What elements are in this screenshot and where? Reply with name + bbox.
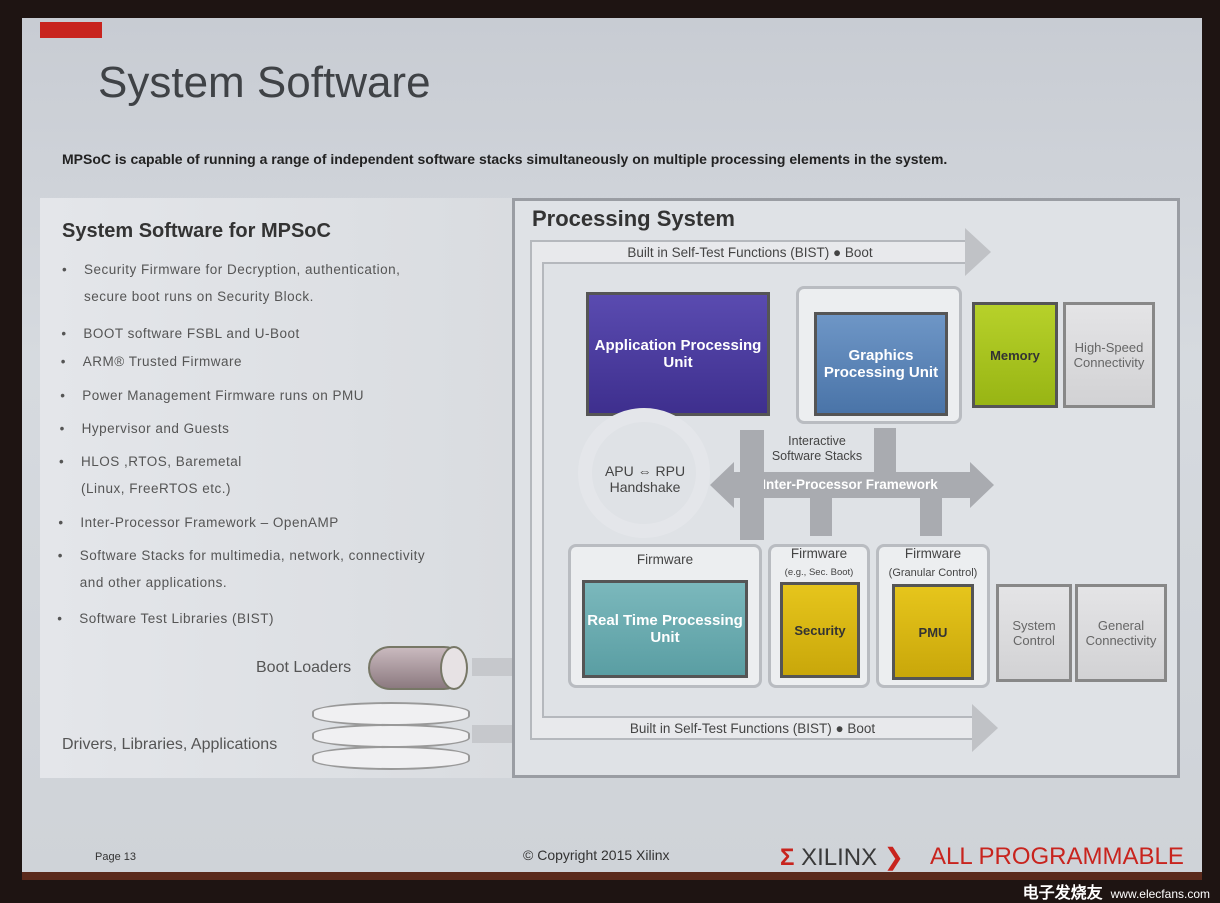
interactive-stacks-label: Interactive Software Stacks [771,434,863,463]
vertical-arrow [874,428,896,474]
general-connectivity-block: General Connectivity [1075,584,1167,682]
bullet-item: • BOOT software FSBL and U-Boot [61,326,300,341]
chevron-icon: ❯ [883,844,904,871]
bullet-dot: • [60,354,67,369]
bullet-text: ARM® Trusted Firmware [82,354,243,369]
drivers-label: Drivers, Libraries, Applications [62,736,278,753]
bullet-text: Security Firmware for Decryption, authen… [84,262,401,277]
bullet-text: Inter-Processor Framework – OpenAMP [80,515,339,530]
bullet-item: • ARM® Trusted Firmware [61,354,243,369]
page-number: Page 13 [95,851,136,863]
logo-text: XILINX [801,844,878,871]
watermark: 电子发烧友 www.elecfans.com [1023,879,1210,903]
vertical-arrow [740,430,764,540]
rpu-firmware-label: Firmware [636,552,694,567]
processing-system-title: Processing System [532,206,735,231]
database-stack-icon [312,702,470,774]
arrow-right-icon [972,704,998,752]
bullet-dot: • [60,388,66,403]
watermark-url: www.elecfans.com [1110,887,1210,901]
bist-top-band: Built in Self-Test Functions (BIST) ● Bo… [530,240,970,264]
memory-block: Memory [972,302,1058,408]
bullet-item: • Software Test Libraries (BIST) [57,611,274,626]
ipf-label: Inter-Processor Framework [762,477,938,492]
vertical-arrow [920,496,942,536]
bullet-dot: • [59,454,65,469]
bullet-text: Software Test Libraries (BIST) [79,611,274,626]
pmu-firmware-note: (Granular Control) [888,567,978,579]
copyright: © Copyright 2015 Xilinx [523,847,670,863]
bullet-item: • Security Firmware for Decryption, authe… [62,262,401,304]
security-firmware-label: Firmware [790,546,848,561]
xilinx-logo-icon: Σ [780,844,795,871]
arrow-right-icon [970,462,994,508]
bullet-item: • Inter-Processor Framework – OpenAMP [58,515,339,530]
apu-block: Application Processing Unit [586,292,770,416]
bullet-text: and other applications. [79,575,228,590]
handshake-label: APU ⇔ RPU Handshake [604,463,686,495]
ipf-arrow [732,472,972,498]
bullet-text: secure boot runs on Security Block. [84,289,314,304]
bullet-dot: • [62,262,68,277]
bullet-item: • Power Management Firmware runs on PMU [60,388,365,403]
left-panel-heading: System Software for MPSoC [62,220,331,242]
system-control-block: System Control [996,584,1072,682]
bullet-item: • HLOS ,RTOS, Baremetal (Linux, FreeRTOS e… [59,454,242,496]
bullet-dot: • [57,611,63,626]
gpu-block: Graphics Processing Unit [814,312,948,416]
bullet-text: Hypervisor and Guests [81,421,230,436]
watermark-text: 电子发烧友 [1022,885,1103,902]
vertical-arrow [810,496,832,536]
high-speed-connectivity-block: High-Speed Connectivity [1063,302,1155,408]
bullet-text: BOOT software FSBL and U-Boot [83,326,300,341]
bullet-item: • Hypervisor and Guests [60,421,230,436]
bullet-text: Software Stacks for multimedia, network,… [79,548,426,563]
bullet-text: (Linux, FreeRTOS etc.) [81,481,232,496]
security-block: Security [780,582,860,678]
bullet-dot: • [57,548,64,563]
bullet-dot: • [59,421,65,436]
pmu-block: PMU [892,584,974,680]
rpu-block: Real Time Processing Unit [582,580,748,678]
pmu-firmware-label: Firmware [904,546,962,561]
cylinder-end [440,646,468,690]
bullet-text: HLOS ,RTOS, Baremetal [81,454,242,469]
arrow-right-icon [965,228,991,276]
bullet-item: • Software Stacks for multimedia, network… [58,548,426,590]
slide-subtitle: MPSoC is capable of running a range of i… [62,151,948,167]
xilinx-logo: Σ XILINX ❯ [780,843,904,872]
slide-title: System Software [98,58,431,107]
boot-loaders-label: Boot Loaders [256,659,352,676]
accent-bar [40,22,102,38]
bullet-text: Power Management Firmware runs on PMU [82,388,365,403]
bullet-dot: • [61,326,67,341]
bist-bottom-band: Built in Self-Test Functions (BIST) ● Bo… [530,716,975,740]
tagline: ALL PROGRAMMABLE [930,843,1184,871]
bullet-dot: • [58,515,64,530]
bist-side-band [530,262,544,718]
security-firmware-note: (e.g., Sec. Boot) [784,567,854,578]
tagline-text: ALL PROGRAMMABLE [930,843,1184,870]
arrow-left-icon [710,462,734,508]
